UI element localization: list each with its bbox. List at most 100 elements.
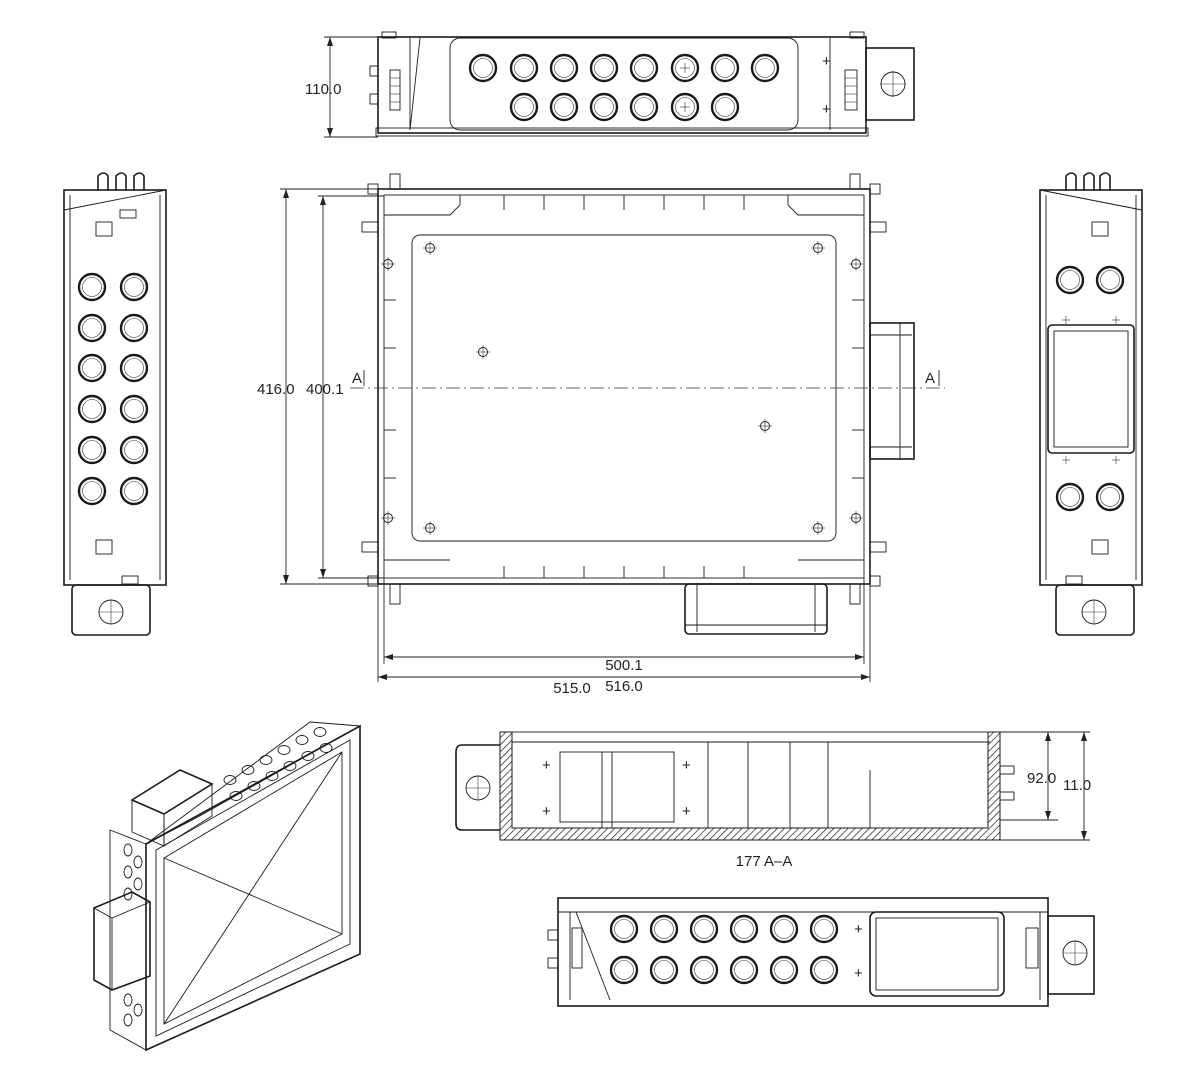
knockout-hole-inner (82, 399, 102, 419)
dim-section-height: 92.0 (1027, 770, 1056, 787)
knockout-hole-inner (634, 97, 654, 117)
plus-mark: + (682, 803, 691, 820)
iso-knockout-hole (295, 735, 309, 745)
knockout-hole (729, 955, 759, 985)
dim-clipped-width: 515.0 (553, 680, 591, 697)
knockout-hole (769, 914, 799, 944)
plus-mark: + (682, 757, 691, 774)
left-hole-grid (77, 272, 149, 506)
knockout-hole (119, 353, 149, 383)
knockout-hole-inner (614, 919, 634, 939)
knockout-hole-inner (1100, 487, 1120, 507)
plus-mark: + (854, 921, 863, 938)
knockout-hole-inner (694, 919, 714, 939)
knockout-hole-inner (124, 358, 144, 378)
iso-knockout-hole (133, 855, 143, 869)
top-elevation-view: + + 110.0 (305, 31, 915, 138)
plus-mark: + (822, 53, 831, 70)
dim-inner-width: 500.1 (605, 657, 643, 674)
knockout-hole-inner (675, 58, 695, 78)
plan-view: A A 416.0 400.1 500.1 516.0 515.0 (257, 173, 945, 705)
knockout-hole-inner (634, 58, 654, 78)
iso-knockout-hole (123, 865, 133, 879)
knockout-hole (710, 92, 740, 122)
plus-mark: + (822, 101, 831, 118)
knockout-hole-inner (554, 97, 574, 117)
knockout-hole-inner (675, 97, 695, 117)
iso-knockout-hole (229, 791, 243, 801)
iso-knockout-hole (133, 1003, 143, 1017)
knockout-hole-inner (554, 58, 574, 78)
plus-mark: + (542, 803, 551, 820)
knockout-hole-inner (1060, 487, 1080, 507)
isometric-view (93, 721, 362, 1052)
dim-height-top: 110.0 (305, 81, 341, 98)
knockout-hole (689, 914, 719, 944)
mounting-screws (381, 241, 863, 535)
knockout-hole (609, 914, 639, 944)
knockout-hole-inner (124, 440, 144, 460)
knockout-hole-inner (654, 919, 674, 939)
iso-knockout-hole (301, 751, 315, 761)
knockout-hole (710, 53, 740, 83)
knockout-hole-inner (755, 58, 775, 78)
knockout-hole (750, 53, 780, 83)
knockout-hole (1095, 482, 1125, 512)
knockout-hole (119, 435, 149, 465)
knockout-hole-inner (1100, 270, 1120, 290)
knockout-hole (809, 955, 839, 985)
knockout-hole (1095, 265, 1125, 295)
knockout-hole-inner (1060, 270, 1080, 290)
knockout-hole (77, 353, 107, 383)
iso-knockout-hole (123, 843, 133, 857)
knockout-hole (609, 955, 639, 985)
section-a-a-view: + + + + 92.0 11.0 177 A–A (455, 731, 1091, 870)
knockout-hole-inner (82, 481, 102, 501)
plus-mark: + (854, 965, 863, 982)
knockout-hole-inner (774, 960, 794, 980)
knockout-hole (509, 92, 539, 122)
knockout-hole (589, 92, 619, 122)
iso-knockout-hole (319, 743, 333, 753)
knockout-hole-inner (774, 919, 794, 939)
knockout-hole (468, 53, 498, 83)
dim-overall-width: 516.0 (605, 678, 643, 695)
knockout-hole-inner (124, 481, 144, 501)
bottom-hole-rows (609, 914, 839, 985)
knockout-hole (549, 92, 579, 122)
section-marker-left: A (352, 370, 362, 387)
knockout-hole-inner (124, 277, 144, 297)
knockout-hole (77, 435, 107, 465)
knockout-hole-inner (124, 318, 144, 338)
right-elevation-view (1039, 172, 1143, 636)
knockout-hole (1055, 482, 1085, 512)
knockout-hole-inner (694, 960, 714, 980)
knockout-hole (77, 272, 107, 302)
knockout-hole (119, 394, 149, 424)
dim-overall-height: 416.0 (257, 381, 295, 398)
dim-inner-height: 400.1 (306, 381, 344, 398)
knockout-hole (549, 53, 579, 83)
knockout-hole-inner (614, 960, 634, 980)
iso-knockout-hole (123, 1013, 133, 1027)
iso-knockout-hole (277, 745, 291, 755)
knockout-hole (1055, 265, 1085, 295)
iso-knockout-hole (223, 775, 237, 785)
knockout-hole (629, 92, 659, 122)
section-caption: 177 A–A (736, 853, 793, 870)
iso-knockout-hole (283, 761, 297, 771)
knockout-hole-inner (715, 58, 735, 78)
knockout-hole (77, 394, 107, 424)
iso-knockout-hole (241, 765, 255, 775)
knockout-hole-inner (82, 277, 102, 297)
knockout-hole (509, 53, 539, 83)
knockout-hole-inner (514, 58, 534, 78)
right-hole-grid (1055, 265, 1125, 512)
knockout-hole-inner (82, 318, 102, 338)
left-elevation-view (63, 172, 167, 636)
knockout-hole (729, 914, 759, 944)
iso-knockout-hole (313, 727, 327, 737)
knockout-hole-inner (594, 58, 614, 78)
knockout-hole-inner (82, 358, 102, 378)
